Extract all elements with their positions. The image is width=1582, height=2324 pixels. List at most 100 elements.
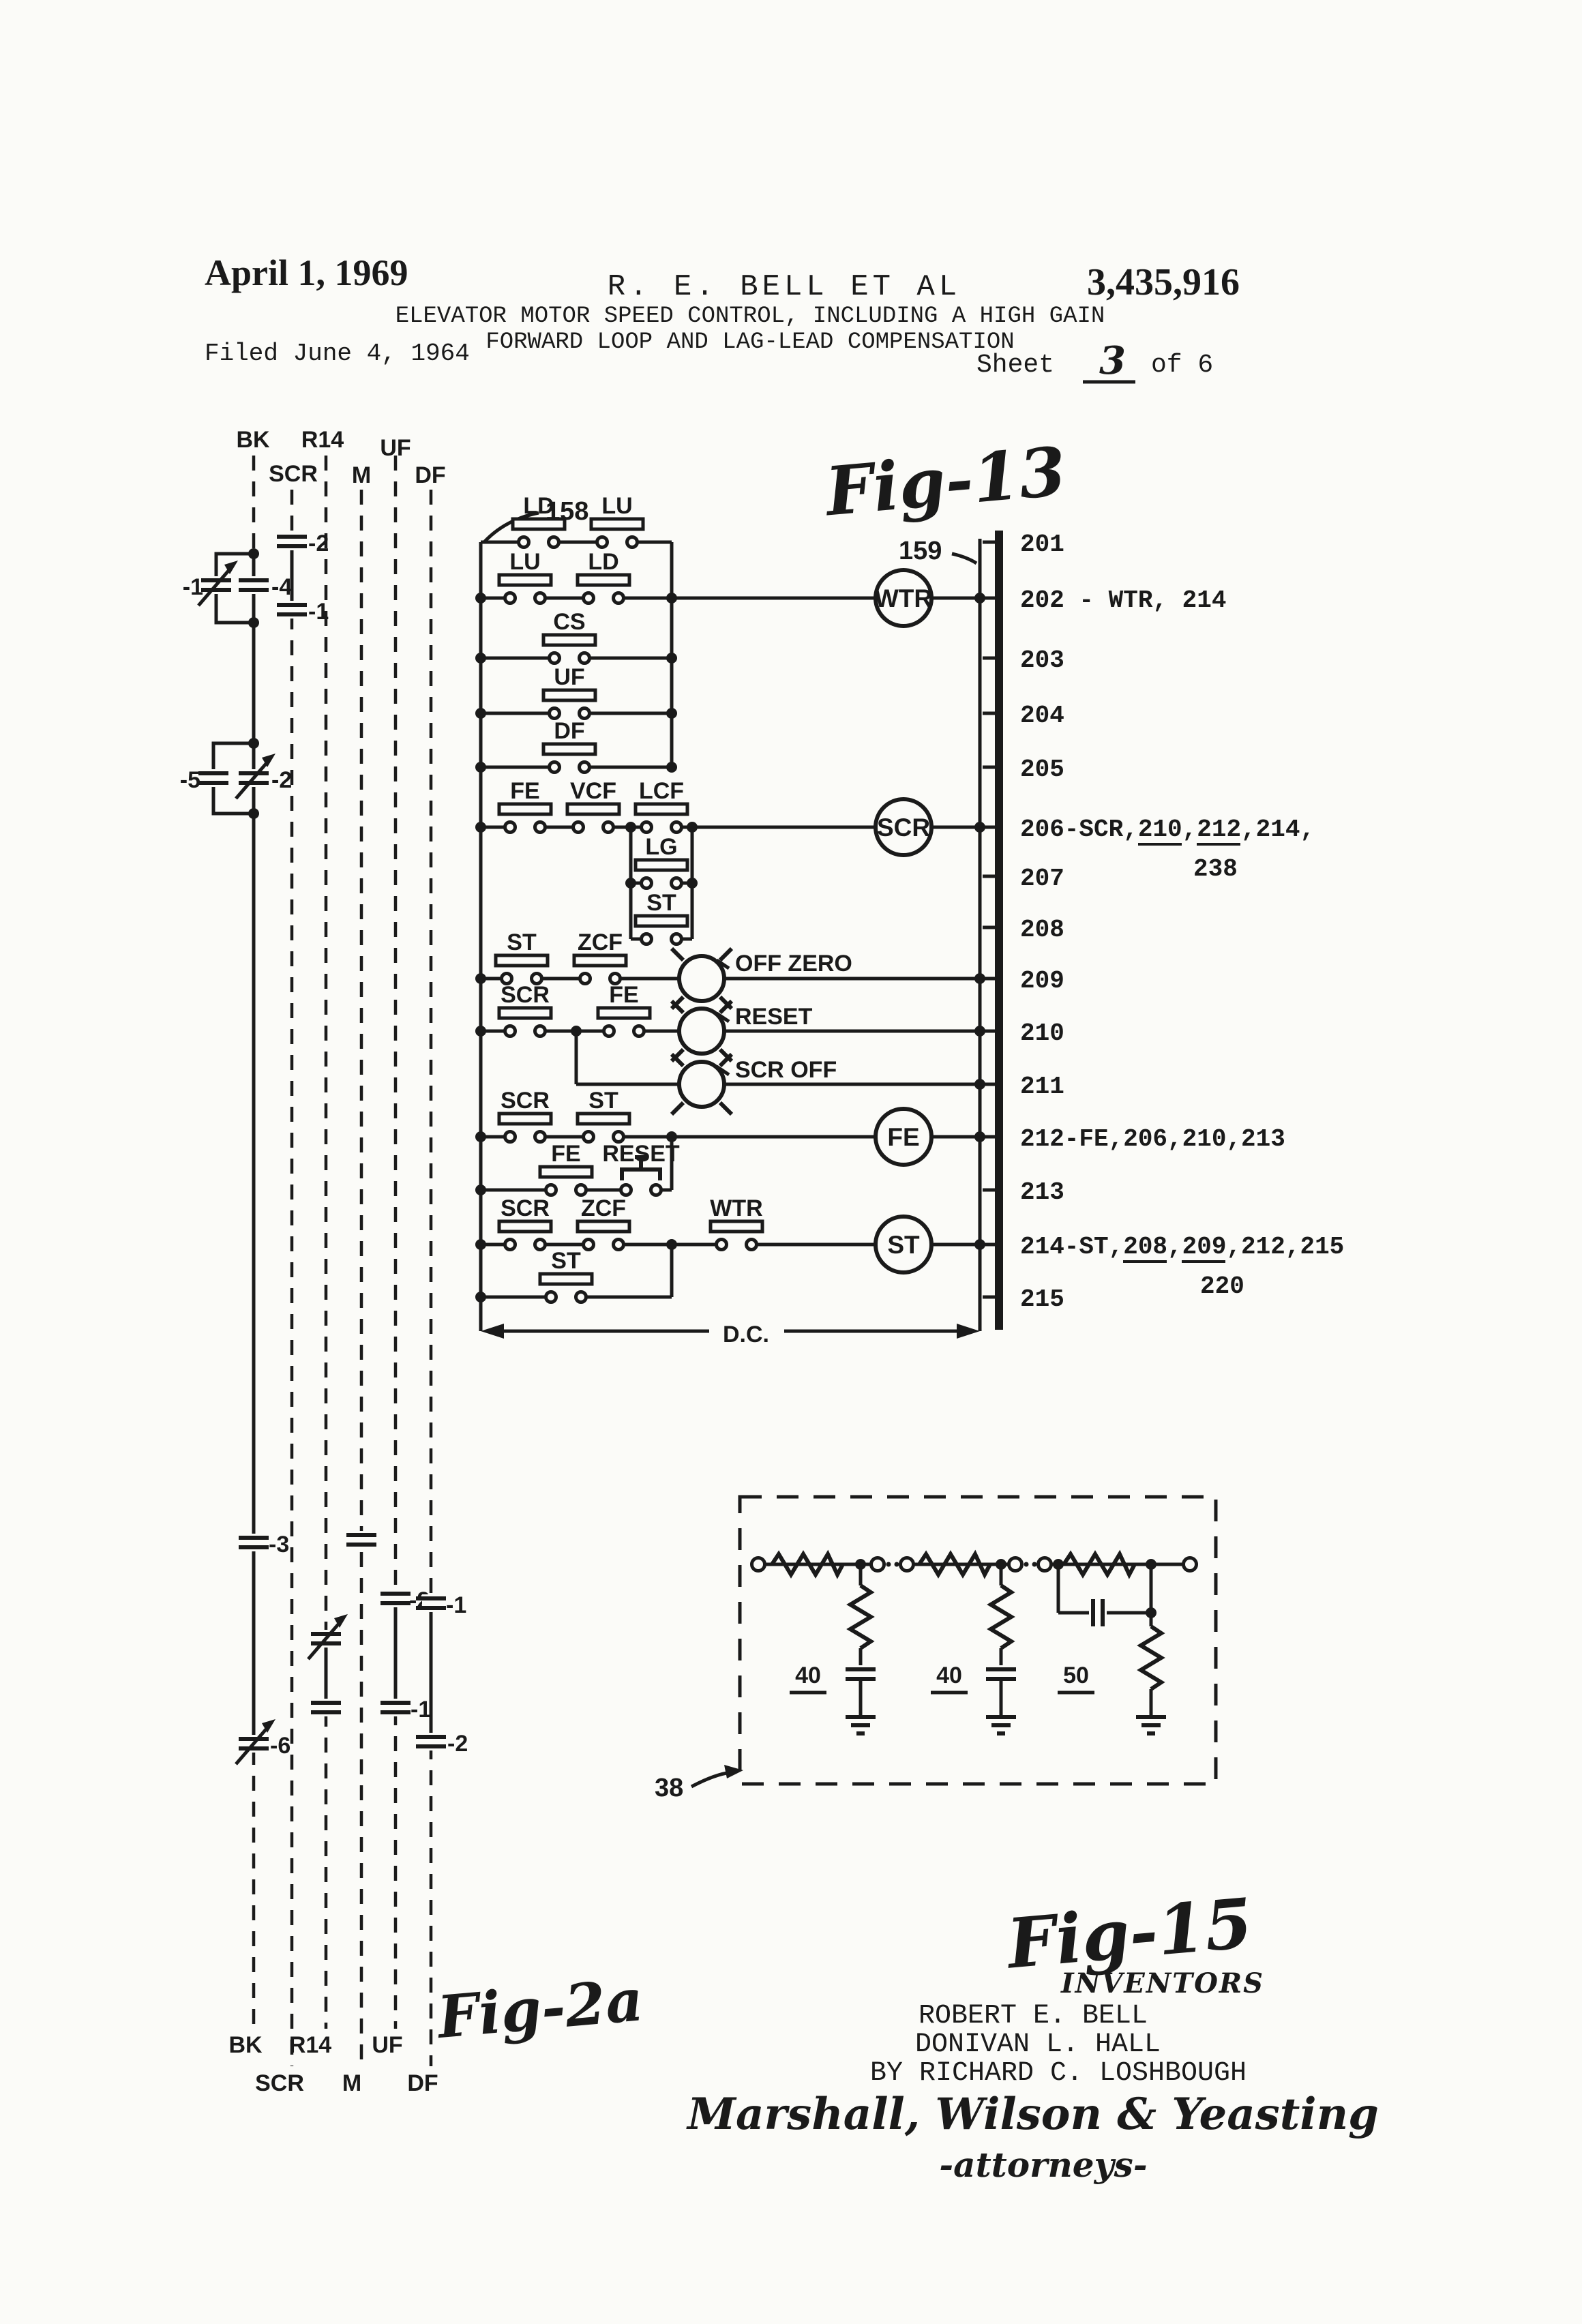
fig2a-upper-bk-loop: -1 -4 [183,548,292,628]
fig2a-bottom-label-r14: R14 [289,2032,331,2058]
patent-title-line1: ELEVATOR MOTOR SPEED CONTROL, INCLUDING … [395,303,1105,329]
ref-159-leader [951,552,978,565]
fig15-network [752,1554,1197,1733]
contact-label: SCR [501,1088,550,1114]
inventor-name-2: DONIVAN L. HALL [915,2029,1161,2060]
fig2a-bottom-label-uf: UF [372,2032,402,2058]
cap-label: -1 [411,1697,431,1723]
patent-title-line2: FORWARD LOOP AND LAG-LEAD COMPENSATION [486,329,1014,355]
inventor-name-1: ROBERT E. BELL [919,2001,1148,2031]
sheet-number: 3 [1099,338,1126,383]
bus-label-201: 201 [1020,531,1064,558]
cap-label: -1 [446,1592,466,1618]
fig2a-top-label-df: DF [415,462,445,488]
bus-note-238: 238 [1193,855,1238,883]
filed-date: Filed June 4, 1964 [205,340,470,368]
fig13: Fig-13 158 159 [475,432,1344,1347]
attorney-firm-signature: Marshall, Wilson & Yeasting [686,2089,1379,2140]
bus-ticks [983,540,1003,1299]
bus-label-208: 208 [1020,916,1064,944]
contact-label: LU [509,549,540,575]
coil-wtr: WTR [875,584,932,612]
contact-label: LD [588,549,618,575]
contact-label: FE [510,778,539,804]
fig2a: BK R14 UF SCR M DF [180,427,646,2096]
cap-label: -2 [308,531,329,556]
fig2a-lower-bk-loop: -5 -2 [180,738,292,819]
contact-label: ST [507,929,537,955]
fig2a-bottom-label-scr: SCR [255,2070,304,2096]
fig2a-bottom-label-bk: BK [228,2032,263,2058]
header: April 1, 1969 R. E. BELL ET AL 3,435,916… [205,252,1240,384]
dc-label: D.C. [723,1322,769,1347]
contact-label: LU [601,493,632,519]
fig13-title: Fig-13 [821,432,1069,532]
contact-label: ST [646,890,676,916]
fig13-bus-labels: 201 202 - WTR, 214 203 204 205 206-SCR,2… [1020,531,1344,1313]
bus-label-207: 207 [1020,865,1064,893]
fig13-contact-labels: LD LU LU LD CS UF DF FE VCF LCF LG ST ST… [501,493,763,1274]
contact-label: RESET [602,1141,680,1167]
bus-label-202: 202 - WTR, 214 [1020,586,1226,614]
cap-label: -4 [271,574,292,600]
cap-label: -2 [271,767,292,793]
bus-label-215: 215 [1020,1285,1064,1313]
lamp-label-scr-off: SCR OFF [735,1057,837,1083]
cap-label: -1 [183,574,203,600]
cap-label: -5 [180,767,200,793]
coil-st: ST [887,1231,920,1259]
section-label-40b: 40 [936,1663,962,1688]
attorneys-label: -attorneys- [939,2145,1147,2185]
bus-label-214: 214-ST,208,209,212,215 [1020,1233,1344,1261]
contact-label: WTR [710,1195,762,1221]
contact-label: SCR [501,982,550,1008]
contact-label: ST [551,1248,581,1274]
sheet-word: Sheet [976,351,1054,380]
contact-label: DF [554,718,584,744]
ref-38-leader [690,1770,732,1789]
fig15-box [738,1495,1218,1786]
ref-38: 38 [655,1774,683,1802]
fig2a-lower-components: -3 -6 -2 -1 -1 -2 [236,1531,468,1764]
fig2a-bottom-label-df: DF [407,2070,438,2096]
bus-label-204: 204 [1020,702,1064,730]
bus-label-206: 206-SCR,210,212,214, [1020,816,1315,844]
ref-158-leader [482,511,539,544]
header-inventor-line: R. E. BELL ET AL [608,270,961,304]
lamp-label-reset: RESET [735,1004,813,1030]
contact-label: ST [588,1088,618,1114]
dc-span: D.C. [481,1322,980,1347]
fig2a-top-label-m: M [352,462,371,488]
fig15-labels: 40 40 50 [790,1663,1094,1695]
contact-label: VCF [570,778,616,804]
bus-label-213: 213 [1020,1178,1064,1206]
ref-159: 159 [899,537,942,565]
contact-label: LD [523,493,554,519]
bus-label-203: 203 [1020,646,1064,674]
signature-block: INVENTORS ROBERT E. BELL DONIVAN L. HALL… [686,1967,1379,2185]
bus-label-212: 212-FE,206,210,213 [1020,1125,1285,1153]
by-line: BY RICHARD C. LOSHBOUGH [870,2058,1247,2089]
fig2a-conductors [252,456,433,2066]
bus-label-210: 210 [1020,1019,1064,1047]
fig2a-top-label-bk: BK [236,427,270,453]
cap-label: -3 [269,1532,289,1558]
contact-label: ZCF [578,929,623,955]
fig2a-title: Fig-2a [434,1966,646,2052]
fig2a-top-label-scr: SCR [269,461,318,487]
cap-label: -1 [308,599,329,625]
bus-label-205: 205 [1020,756,1064,784]
lamp-label-off-zero: OFF ZERO [735,951,852,977]
cap-label: -6 [270,1733,290,1759]
sheet-of: of 6 [1151,351,1213,380]
contact-label: FE [551,1141,580,1167]
header-date: April 1, 1969 [205,252,408,293]
bus-label-209: 209 [1020,967,1064,995]
fig2a-bottom-label-m: M [342,2070,361,2096]
contact-label: LCF [639,778,684,804]
fig15: 40 40 50 38 Fig-15 [655,1495,1255,1984]
bus-note-220: 220 [1200,1272,1244,1300]
bus-label-211: 211 [1020,1073,1064,1101]
